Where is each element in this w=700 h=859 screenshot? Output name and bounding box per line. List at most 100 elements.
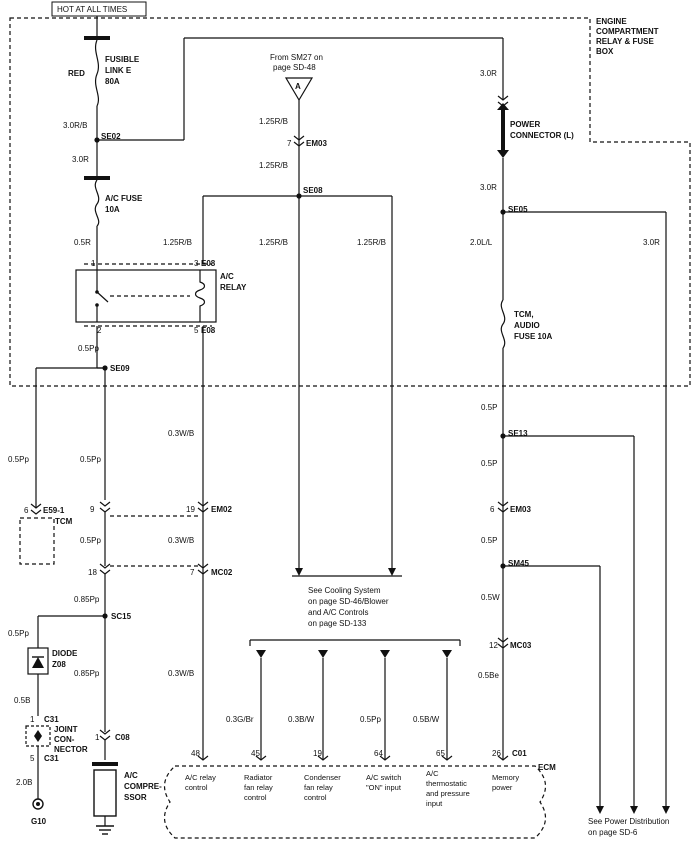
wire-label-0-5b: 0.5B <box>14 696 30 705</box>
cooling-arrow-right <box>388 568 396 576</box>
ecm-func-48-line-2: control <box>185 783 208 792</box>
hot-at-all-times-label: HOT AT ALL TIMES <box>57 5 127 14</box>
wire-label-3-0rb: 3.0R/B <box>63 121 87 130</box>
em03-top-conn: EM03 <box>306 139 327 148</box>
mc02-conn: MC02 <box>211 568 233 577</box>
fusible-link-color: RED <box>68 69 85 78</box>
wire-label-0-5be: 0.5Be <box>478 671 499 680</box>
wire-label-0-5pp-tcm: 0.5Pp <box>8 455 29 464</box>
em03-top-connector-symbol <box>293 135 305 147</box>
ecm-pin-48-symbol <box>197 755 209 761</box>
ecm-pin-65-symbol <box>441 755 453 761</box>
splice-sm45-label: SM45 <box>508 559 529 568</box>
splice-se08-label: SE08 <box>303 186 323 195</box>
ecm-pin-19-symbol <box>317 755 329 761</box>
tcm-conn: E59-1 <box>43 506 65 515</box>
ecm-conn: C01 <box>512 749 527 758</box>
mc03-conn: MC03 <box>510 641 532 650</box>
joint-line-2: CON- <box>54 735 75 744</box>
ecm-pin-26-symbol <box>497 755 509 761</box>
box-title-line-3: RELAY & FUSE <box>596 37 654 46</box>
wire-label-2-0ll: 2.0L/L <box>470 238 493 247</box>
ecm-func-19-line-3: control <box>304 793 327 802</box>
cooling-note-line-3: and A/C Controls <box>308 608 368 617</box>
hot-at-all-times-box <box>51 1 147 17</box>
ecm-pin-64-symbol <box>379 755 391 761</box>
ecm-arrow-65 <box>442 650 452 658</box>
offpage-connector-triangle <box>284 77 314 102</box>
em03-right-conn: EM03 <box>510 505 531 514</box>
diode-line-1: DIODE <box>52 649 78 658</box>
joint-pin-bottom: 5 <box>30 754 35 763</box>
box-title-line-2: COMPARTMENT <box>596 27 659 36</box>
ground-g10-label: G10 <box>31 817 47 826</box>
power-connector-line-1: POWER <box>510 120 540 129</box>
joint-line-1: JOINT <box>54 725 78 734</box>
ecm-func-45-line-3: control <box>244 793 267 802</box>
wire-label-3-0r-b: 3.0R <box>480 183 497 192</box>
joint-line-3: NECTOR <box>54 745 88 754</box>
em02-pin-right: 19 <box>186 505 195 514</box>
ecm-function-ac-thermostatic: A/C thermostatic and pressure input <box>426 769 470 808</box>
ecm-function-memory-power: Memory power <box>492 773 519 792</box>
em03-top-pin: 7 <box>287 139 292 148</box>
ecm-pin-65: 65 <box>436 749 445 758</box>
joint-conn-bottom: C31 <box>44 754 59 763</box>
wire-label-3-0r-top: 3.0R <box>480 69 497 78</box>
wire-label-0-5p-a: 0.5P <box>481 403 497 412</box>
wire-label-0-5p-b: 0.5P <box>481 459 497 468</box>
em03-right-pin: 6 <box>490 505 495 514</box>
ecm-function-condenser-fan: Condenser fan relay control <box>304 773 341 802</box>
relay-label-line-1: A/C <box>220 272 234 281</box>
wire-label-0-5pp-diode: 0.5Pp <box>8 629 29 638</box>
ecm-func-65-line-1: A/C <box>426 769 439 778</box>
wire-label-0-5p-c: 0.5P <box>481 536 497 545</box>
relay-conn-bottom: E08 <box>201 326 216 335</box>
wire-label-0-5r: 0.5R <box>74 238 91 247</box>
wire-label-0-3gbr: 0.3G/Br <box>226 715 254 724</box>
power-dist-arrow-2 <box>630 806 638 814</box>
compressor-pin: 1 <box>95 733 100 742</box>
cooling-note-line-1: See Cooling System <box>308 586 381 595</box>
splice-se09-label: SE09 <box>110 364 130 373</box>
tcm-fuse-line-1: TCM, <box>514 310 534 319</box>
fusible-link-line-2: LINK E <box>105 66 132 75</box>
ecm-func-19-line-1: Condenser <box>304 773 341 782</box>
engine-compartment-box-title: ENGINE COMPARTMENT RELAY & FUSE BOX <box>596 17 659 56</box>
offpage-connector-letter: A <box>295 82 301 91</box>
ecm-pin-48: 48 <box>191 749 200 758</box>
ecm-func-65-line-4: input <box>426 799 443 808</box>
wire-label-0-3wb-b: 0.3W/B <box>168 536 194 545</box>
tcm-fuse-symbol <box>500 299 506 349</box>
relay-label-line-2: RELAY <box>220 283 247 292</box>
relay-switch-arm <box>96 291 109 303</box>
ac-fuse-line-2: 10A <box>105 205 120 214</box>
mc02-pin-right: 7 <box>190 568 195 577</box>
wire-label-2-0b: 2.0B <box>16 778 32 787</box>
compressor-conn: C08 <box>115 733 130 742</box>
joint-conn-top: C31 <box>44 715 59 724</box>
tcm-name: TCM <box>55 517 73 526</box>
fusible-link-line-1: FUSIBLE <box>105 55 140 64</box>
fusible-link-line-3: 80A <box>105 77 120 86</box>
ecm-func-64-line-2: "ON" input <box>366 783 402 792</box>
mc02-pin-left: 18 <box>88 568 97 577</box>
ecm-func-65-line-3: and pressure <box>426 789 470 798</box>
power-dist-note-line-1: See Power Distribution <box>588 817 669 826</box>
ecm-func-26-line-2: power <box>492 783 513 792</box>
ecm-pin-45-symbol <box>255 755 267 761</box>
cooling-note-line-4: on page SD-133 <box>308 619 367 628</box>
wire-label-1-25rb-c: 1.25R/B <box>259 238 288 247</box>
box-title-line-4: BOX <box>596 47 614 56</box>
ecm-box <box>164 765 546 839</box>
wire-label-3-0r-a: 3.0R <box>72 155 89 164</box>
splice-se02-label: SE02 <box>101 132 121 141</box>
ecm-func-19-line-2: fan relay <box>304 783 333 792</box>
power-connector-arrow-up <box>497 103 509 110</box>
wire-label-0-85pp-b: 0.85Pp <box>74 669 100 678</box>
ecm-function-ac-switch: A/C switch "ON" input <box>366 773 402 792</box>
ecm-func-65-line-2: thermostatic <box>426 779 467 788</box>
compressor-line-2: COMPRE- <box>124 782 162 791</box>
wire-label-0-5bw: 0.5B/W <box>413 715 440 724</box>
compressor-line-1: A/C <box>124 771 138 780</box>
